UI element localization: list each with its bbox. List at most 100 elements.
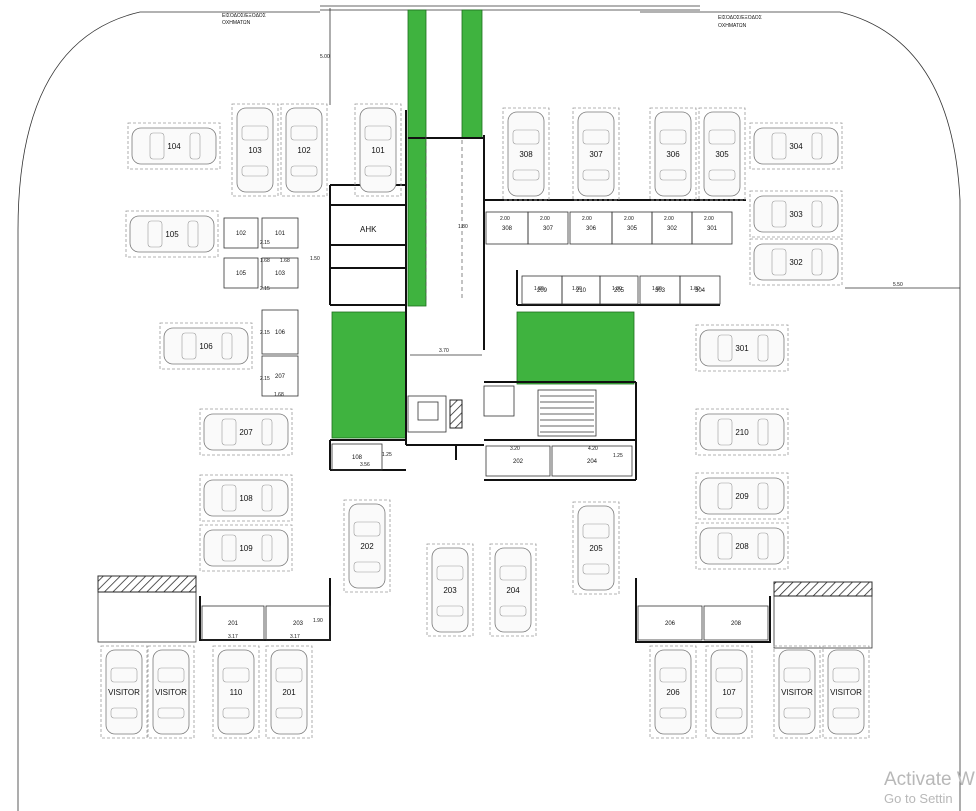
parking-space: 307 [572,107,620,201]
storage-unit-core: 204 [551,445,633,477]
car-icon [753,243,839,281]
parking-space: 110 [212,645,260,739]
storage-label: 305 [627,226,638,232]
car-icon [753,127,839,165]
storage-unit-right-top: 307 [527,211,569,245]
parking-space-label: 105 [165,230,179,239]
parking-space: 308 [502,107,550,201]
storage-unit-left: 207 [261,355,299,397]
storage-unit-right-top: 301 [691,211,733,245]
storage-dimension: 2.00 [624,216,634,222]
storage-dimension: 2.15 [260,330,270,336]
storage-unit-bottom: 208 [703,605,769,641]
car-icon [654,111,692,197]
parking-space-label: 302 [789,258,803,267]
dimension-3-17-a: 3.17 [228,634,238,640]
dimension-1-25-right: 1.25 [613,453,623,459]
storage-unit-bottom: 203 [265,605,331,641]
parking-space-label: 204 [506,586,520,595]
parking-space-label: 107 [722,688,736,697]
parking-space-label: 202 [360,542,374,551]
parking-space: 104 [127,122,221,170]
storage-label: 302 [667,226,678,232]
accessible-bay-right-hatch [773,581,873,597]
parking-space-label: 106 [199,342,213,351]
parking-space-label: 203 [443,586,457,595]
parking-space: 101 [354,103,402,197]
car-icon [699,527,785,565]
parking-space-label: 209 [735,492,749,501]
ahk-label: AHK [360,225,377,234]
svg-text:5.50: 5.50 [893,282,903,288]
car-icon [236,107,274,193]
storage-label: 307 [543,226,554,232]
storage-unit-bottom: 201 [201,605,265,641]
car-icon [577,505,615,591]
green-ramp-left [407,9,427,307]
car-icon [827,649,865,735]
storage-dimension: 1.80 [572,286,582,292]
storage-unit-left: 105 [223,257,259,289]
storage-dimension: 2.00 [500,216,510,222]
car-icon [129,215,215,253]
dimension-1-25-left: 1.25 [382,452,392,458]
stairs [483,385,597,437]
parking-space: 106 [159,322,253,370]
parking-space-label: VISITOR [781,688,813,697]
car-icon [710,649,748,735]
parking-space: 306 [649,107,697,201]
car-icon [778,649,816,735]
storage-label: 306 [586,226,597,232]
car-icon [699,329,785,367]
accessible-bay-right [773,581,873,649]
green-planter-east [516,311,635,385]
car-icon [131,127,217,165]
parking-space-label: 304 [789,142,803,151]
parking-space-label: 308 [519,150,533,159]
site-boundary [17,11,961,811]
dimension-4-20: 4.20 [588,446,598,452]
parking-space: 206 [649,645,697,739]
storage-unit-right-mid: 304 [679,275,721,305]
storage-label: 101 [275,231,286,237]
parking-space-label: 101 [371,146,385,155]
storage-dimension: 1.68 [274,392,284,398]
parking-space: VISITOR [773,645,821,739]
svg-text:ΟΧΗΜΑΤΩΝ: ΟΧΗΜΑΤΩΝ [718,23,747,29]
storage-label: 209 [537,288,548,294]
car-icon [654,649,692,735]
storage-label: 106 [275,330,286,336]
dimension-3-17-b: 3.17 [290,634,300,640]
storage-dimension: 2.00 [664,216,674,222]
parking-space: 304 [749,122,843,170]
parking-space: 208 [695,522,789,570]
storage-unit-right-mid: 205 [599,275,639,305]
storage-dimension: 1.80 [652,286,662,292]
dimension-3-70: 3.70 [439,348,449,354]
car-icon [494,547,532,633]
storage-label: 103 [275,271,286,277]
parking-space-label: 108 [239,494,253,503]
parking-space-label: 301 [735,344,749,353]
car-icon [152,649,190,735]
car-icon [577,111,615,197]
storage-unit-left: 103 [261,257,299,289]
parking-space-label: 306 [666,150,680,159]
parking-space: 303 [749,190,843,238]
dimension-5-50: 5.50 [845,282,960,289]
car-icon [203,413,289,451]
parking-space: 302 [749,238,843,286]
storage-unit-left: 101 [261,217,299,249]
car-icon [753,195,839,233]
parking-space-label: 303 [789,210,803,219]
storage-dimension: 1.68 [280,258,290,264]
car-icon [105,649,143,735]
storage-dimension: 2.15 [260,286,270,292]
car-icon [431,547,469,633]
parking-space: 205 [572,501,620,595]
storage-unit-core: 108 [331,443,383,471]
car-icon [699,477,785,515]
parking-space-label: 305 [715,150,729,159]
storage-unit-left: 102 [223,217,259,249]
